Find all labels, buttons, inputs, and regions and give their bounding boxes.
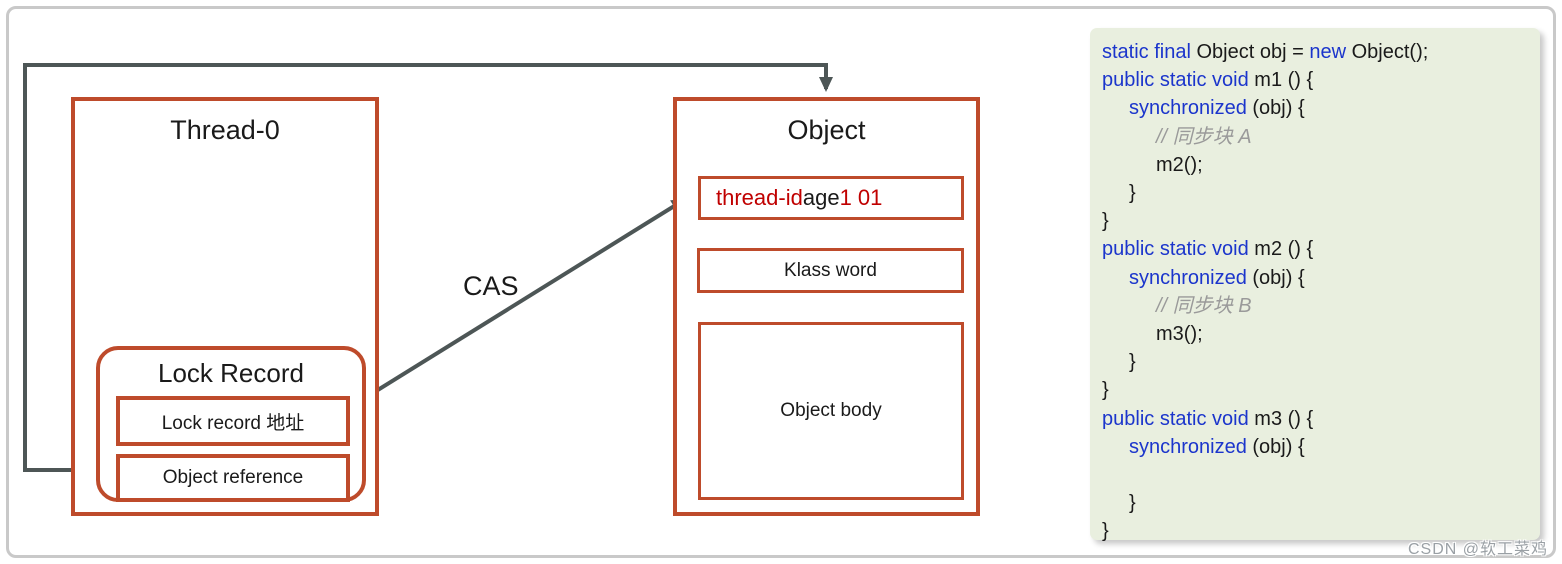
token: synchronized	[1129, 435, 1247, 458]
token: m3();	[1156, 323, 1203, 346]
token: }	[1129, 492, 1136, 515]
token: m2 () {	[1248, 238, 1314, 261]
token: public static void	[1102, 69, 1249, 92]
code-line: }	[1102, 348, 1530, 376]
token: }	[1102, 379, 1109, 402]
token: age	[802, 185, 840, 210]
lock-record-address-box: Lock record 地址	[116, 396, 350, 446]
object-reference-label: Object reference	[162, 467, 304, 488]
cas-arrow	[349, 198, 687, 408]
klass-word-box: Klass word	[697, 248, 964, 293]
code-line: public static void m1 () {	[1102, 66, 1530, 94]
token: m1 () {	[1248, 69, 1314, 92]
cas-label: CAS	[463, 271, 519, 301]
token: }	[1129, 351, 1136, 374]
code-line: // 同步块 B	[1102, 292, 1530, 320]
object-box: Object thread-id age 1 01 Klass word Obj…	[673, 97, 980, 516]
token: Object();	[1346, 41, 1429, 63]
lock-record-box: Lock Record Lock record 地址 Object refere…	[96, 346, 366, 502]
token: thread-id	[716, 185, 803, 210]
watermark: CSDN @软工菜鸡	[1407, 541, 1548, 558]
object-box-title: Object	[787, 115, 866, 145]
code-line: // 同步块 A	[1102, 123, 1530, 151]
code-line: }	[1102, 517, 1530, 545]
lock-record-address-label: Lock record 地址	[161, 412, 305, 434]
code-line: synchronized (obj) {	[1102, 264, 1530, 292]
code-line: m2();	[1102, 151, 1530, 179]
token: }	[1102, 520, 1109, 543]
token: // 同步块 B	[1156, 294, 1252, 317]
code-lines: static final Object obj = new Object();p…	[1102, 38, 1530, 546]
lock-record-title: Lock Record	[158, 358, 304, 388]
object-body-box: Object body	[698, 322, 964, 500]
code-line	[1102, 461, 1530, 489]
token: Object obj =	[1190, 41, 1310, 63]
code-line: public static void m2 () {	[1102, 235, 1530, 263]
token: 1 01	[839, 185, 883, 210]
token: static final	[1102, 41, 1191, 63]
code-panel: static final Object obj = new Object();p…	[1090, 28, 1540, 542]
token: // 同步块 A	[1156, 125, 1252, 148]
token: (obj) {	[1246, 266, 1305, 289]
object-reference-box: Object reference	[116, 454, 350, 502]
mark-word-box: thread-id age 1 01	[698, 176, 964, 220]
token: new	[1309, 41, 1347, 63]
token: public static void	[1102, 407, 1249, 430]
code-line: m3();	[1102, 320, 1530, 348]
thread-box: Thread-0 Lock Record Lock record 地址 Obje…	[71, 97, 379, 516]
token: synchronized	[1129, 266, 1247, 289]
code-line: }	[1102, 179, 1530, 207]
token: m2();	[1156, 153, 1203, 176]
code-line: }	[1102, 207, 1530, 235]
klass-word-label: Klass word	[784, 259, 877, 281]
token: public static void	[1102, 238, 1249, 261]
code-line: }	[1102, 489, 1530, 517]
code-line: }	[1102, 376, 1530, 404]
token: synchronized	[1129, 97, 1247, 120]
token: m3 () {	[1248, 407, 1314, 430]
code-line: public static void m3 () {	[1102, 405, 1530, 433]
token: }	[1129, 182, 1136, 205]
code-line: synchronized (obj) {	[1102, 433, 1530, 461]
token: (obj) {	[1246, 435, 1305, 458]
token: }	[1102, 210, 1109, 233]
object-body-label: Object body	[780, 400, 882, 421]
code-line: synchronized (obj) {	[1102, 94, 1530, 122]
code-line: static final Object obj = new Object();	[1102, 38, 1530, 66]
token: (obj) {	[1246, 97, 1305, 120]
thread-box-title: Thread-0	[170, 115, 280, 145]
